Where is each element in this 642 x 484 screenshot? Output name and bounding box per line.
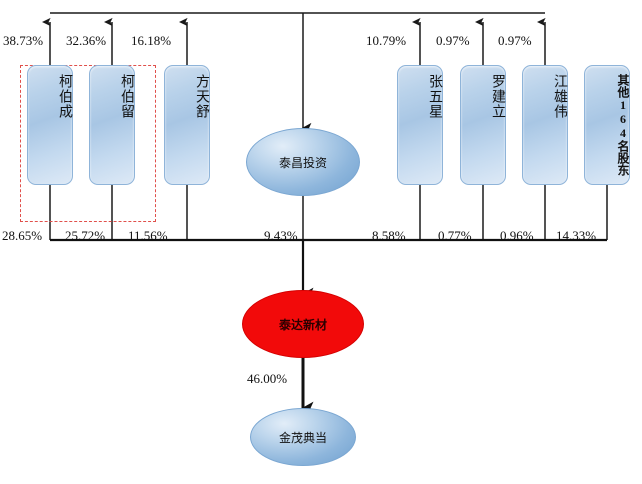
shareholder-label-zhang-wu-xing: 张五星 (427, 74, 442, 119)
pct-label-to-target-luo-jian-li: 0.77% (438, 228, 472, 243)
pct-label-to-target-ke-bo-liu: 25.72% (65, 228, 106, 243)
pct-label-target-to-subsidiary: 46.00% (247, 371, 288, 386)
pct-label-to-target-zhang-wu-xing: 8.58% (372, 228, 406, 243)
holding-company-node[interactable]: 泰昌投资 (246, 128, 360, 196)
target-company-label: 泰达新材 (278, 317, 327, 332)
pct-label-to-holding-jiang-xiong-wei: 0.97% (498, 33, 532, 48)
pct-label-to-holding-fang-tian-shu: 16.18% (131, 33, 172, 48)
pct-label-to-target-fang-tian-shu: 11.56% (128, 228, 168, 243)
shareholder-label-jiang-xiong-wei: 江雄伟 (552, 74, 567, 119)
shareholder-label-luo-jian-li: 罗建立 (490, 74, 505, 119)
pct-label-to-holding-zhang-wu-xing: 10.79% (366, 33, 407, 48)
pct-label-to-holding-luo-jian-li: 0.97% (436, 33, 470, 48)
shareholder-box-other-164[interactable]: 其他164名股东 (584, 65, 630, 185)
shareholder-label-ke-bo-cheng: 柯伯成 (57, 74, 72, 119)
target-company-node[interactable]: 泰达新材 (242, 290, 364, 358)
subsidiary-node[interactable]: 金茂典当 (250, 408, 356, 466)
shareholder-box-fang-tian-shu[interactable]: 方天舒 (164, 65, 210, 185)
pct-label-to-target-jiang-xiong-wei: 0.96% (500, 228, 534, 243)
shareholder-box-ke-bo-liu[interactable]: 柯伯留 (89, 65, 135, 185)
subsidiary-label: 金茂典当 (278, 430, 327, 445)
shareholder-label-other-164: 其他164名股东 (616, 74, 630, 176)
concert-party-group-box (20, 65, 156, 222)
pct-label-to-target-holding-company: 9.43% (264, 228, 298, 243)
shareholder-box-zhang-wu-xing[interactable]: 张五星 (397, 65, 443, 185)
pct-label-to-target-other-164: 14.33% (556, 228, 597, 243)
shareholder-box-jiang-xiong-wei[interactable]: 江雄伟 (522, 65, 568, 185)
shareholder-label-fang-tian-shu: 方天舒 (194, 74, 209, 119)
shareholder-box-ke-bo-cheng[interactable]: 柯伯成 (27, 65, 73, 185)
pct-label-to-holding-ke-bo-cheng: 38.73% (3, 33, 44, 48)
holding-company-label: 泰昌投资 (278, 155, 327, 170)
shareholder-box-luo-jian-li[interactable]: 罗建立 (460, 65, 506, 185)
pct-label-to-target-ke-bo-cheng: 28.65% (2, 228, 43, 243)
shareholder-label-ke-bo-liu: 柯伯留 (119, 74, 134, 119)
pct-label-to-holding-ke-bo-liu: 32.36% (66, 33, 107, 48)
